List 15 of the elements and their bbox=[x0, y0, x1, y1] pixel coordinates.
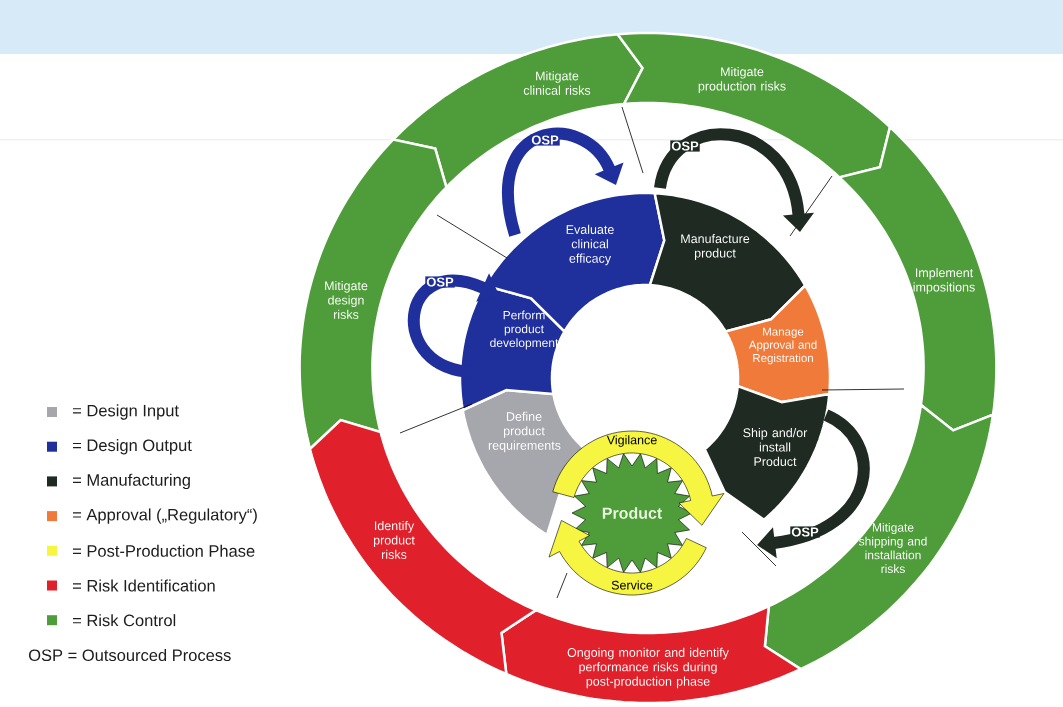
edge-label: OSP bbox=[425, 276, 455, 288]
edge-label: OSP bbox=[790, 526, 820, 538]
arc-band: Service bbox=[548, 520, 707, 596]
edge-label: OSP bbox=[530, 134, 560, 146]
edge-label: OSP bbox=[670, 140, 700, 152]
starburst: Product bbox=[571, 453, 693, 573]
ring-segment: Ship and/or install Product bbox=[703, 384, 831, 522]
legend-note: OSP = Outsourced Process bbox=[29, 648, 231, 662]
legend-text: = Design Input bbox=[73, 404, 179, 420]
legend-text: = Risk Control bbox=[73, 614, 176, 627]
legend-text: = Manufacturing bbox=[73, 473, 190, 490]
legend-text: = Design Output bbox=[73, 439, 192, 455]
legend-text: = Approval („Regulatory“) bbox=[73, 508, 257, 524]
legend-text: = Risk Identification bbox=[73, 579, 215, 592]
legend-text: = Post-Production Phase bbox=[73, 544, 255, 557]
